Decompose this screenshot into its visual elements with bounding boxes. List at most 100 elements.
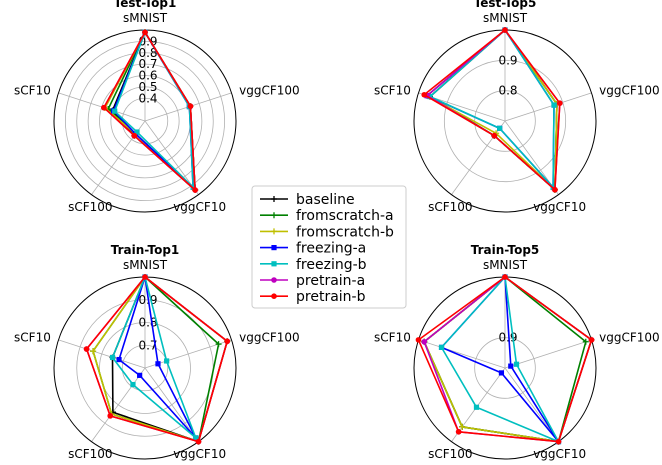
series-point-freezing-b xyxy=(513,361,520,367)
series-line-freezing-b xyxy=(429,29,555,189)
radial-tick-label: 0.9 xyxy=(498,53,517,67)
series-point-freezing-a xyxy=(508,363,514,369)
series-point-pretrain-b xyxy=(142,29,148,36)
series-line-freezing-a xyxy=(426,29,555,189)
series-point-pretrain-b xyxy=(187,103,194,110)
axis-label-scf100: sCF100 xyxy=(428,447,472,461)
radial-tick-label: 0.7 xyxy=(138,338,157,352)
panel-title: Test-Top1 xyxy=(114,0,177,10)
axis-label-vggcf100: vggCF100 xyxy=(599,330,660,344)
legend-marker-baseline xyxy=(271,196,277,202)
series-point-pretrain-b xyxy=(502,27,508,33)
axis-label-vggcf100: vggCF100 xyxy=(239,83,300,97)
panel-train-top1: 0.70.80.9sMNISTvggCF100vggCF10sCF100sCF1… xyxy=(14,243,300,461)
legend-label-freezing-a: freezing-a xyxy=(296,241,366,257)
grid-spoke xyxy=(504,367,559,442)
series-line-pretrain-b xyxy=(103,31,196,191)
radial-tick-label: 0.7 xyxy=(138,57,157,71)
legend-marker-fromscratch-b xyxy=(271,228,277,235)
series-point-pretrain-b xyxy=(131,132,138,139)
series-point-pretrain-b xyxy=(555,438,562,445)
series-point-freezing-a xyxy=(155,361,161,367)
series-point-freezing-b xyxy=(134,129,140,135)
legend-marker-pretrain-a xyxy=(271,277,277,283)
axis-label-vggcf10: vggCF10 xyxy=(533,200,586,214)
series-point-freezing-b xyxy=(164,358,170,364)
series-point-freezing-b xyxy=(497,125,503,131)
series-point-freezing-b xyxy=(130,381,136,388)
axis-label-scf10: sCF10 xyxy=(374,330,411,344)
axis-label-smnist: sMNIST xyxy=(483,11,528,25)
series-line-pretrain-b xyxy=(417,276,593,443)
series-point-freezing-b xyxy=(193,435,199,441)
axis-label-vggcf10: vggCF10 xyxy=(533,447,586,461)
radial-tick-label: 0.8 xyxy=(498,84,517,98)
grid-spoke xyxy=(144,367,199,442)
panel-title: Train-Top1 xyxy=(111,243,180,257)
radial-tick-label: 0.5 xyxy=(138,80,157,94)
grid-spoke xyxy=(58,339,146,369)
series-line-pretrain-b xyxy=(85,276,228,443)
legend: baselinefromscratch-afromscratch-bfreezi… xyxy=(251,185,407,309)
series-point-pretrain-b xyxy=(421,91,428,98)
legend-label-pretrain-b: pretrain-b xyxy=(296,289,366,305)
axis-label-smnist: sMNIST xyxy=(123,11,168,25)
panel-title: Train-Top5 xyxy=(471,243,540,257)
series-point-pretrain-b xyxy=(491,132,498,139)
series-line-freezing-b xyxy=(440,276,560,443)
axis-label-vggcf100: vggCF100 xyxy=(599,83,660,97)
series-point-pretrain-b xyxy=(224,338,231,345)
series-line-freezing-b xyxy=(111,276,197,439)
panel-train-top5: 0.9sMNISTvggCF100vggCF10sCF100sCF10Train… xyxy=(374,243,660,461)
grid-spoke xyxy=(504,92,592,122)
series-point-freezing-b xyxy=(112,108,118,114)
grid-spoke xyxy=(451,120,506,195)
series-point-pretrain-b xyxy=(552,186,558,193)
series-point-fromscratch-b xyxy=(90,348,97,355)
series-point-pretrain-b xyxy=(502,274,508,280)
series-point-freezing-a xyxy=(137,372,143,378)
series-point-pretrain-b xyxy=(107,413,114,419)
series-point-pretrain-b xyxy=(142,274,148,280)
series-point-freezing-b xyxy=(473,404,480,410)
radial-tick-label: 0.6 xyxy=(138,69,157,83)
legend-label-fromscratch-a: fromscratch-a xyxy=(296,208,394,224)
axis-label-vggcf10: vggCF10 xyxy=(173,200,226,214)
series-point-pretrain-b xyxy=(192,187,198,193)
series-point-freezing-b xyxy=(109,354,116,361)
series-point-freezing-b xyxy=(438,344,445,350)
axis-label-scf100: sCF100 xyxy=(428,200,472,214)
radial-tick-label: 0.8 xyxy=(138,46,157,60)
legend-label-pretrain-a: pretrain-a xyxy=(296,273,365,289)
axis-label-smnist: sMNIST xyxy=(123,258,168,272)
series-point-pretrain-b xyxy=(83,346,90,352)
series-point-freezing-a xyxy=(498,370,505,376)
axis-label-scf10: sCF10 xyxy=(14,330,51,344)
legend-marker-freezing-a xyxy=(271,245,277,251)
series-point-pretrain-b xyxy=(195,438,202,445)
panel-test-top1: 0.40.50.60.70.80.9sMNISTvggCF100vggCF10s… xyxy=(14,0,300,214)
series-point-freezing-a xyxy=(116,356,122,363)
axis-label-scf100: sCF100 xyxy=(68,447,112,461)
series-point-pretrain-b xyxy=(101,104,107,111)
series-point-freezing-b xyxy=(551,102,557,108)
legend-frame xyxy=(251,185,407,309)
series-line-freezing-a xyxy=(118,276,197,439)
legend-marker-pretrain-b xyxy=(271,293,277,300)
grid-spoke xyxy=(504,339,592,369)
legend-label-freezing-b: freezing-b xyxy=(296,257,367,273)
panel-title: Test-Top5 xyxy=(474,0,537,10)
radial-tick-label: 0.4 xyxy=(138,91,157,105)
legend-label-baseline: baseline xyxy=(296,192,355,208)
grid-spoke xyxy=(91,367,146,442)
axis-label-vggcf100: vggCF100 xyxy=(239,330,300,344)
series-point-fromscratch-a xyxy=(215,341,222,348)
grid-spoke xyxy=(418,339,506,369)
series-line-pretrain-b xyxy=(423,29,561,191)
panel-test-top5: 0.80.9sMNISTvggCF100vggCF10sCF100sCF10Te… xyxy=(374,0,660,214)
series-point-fromscratch-b xyxy=(459,423,466,430)
axis-label-vggcf10: vggCF10 xyxy=(173,447,226,461)
series-point-pretrain-b xyxy=(588,337,595,343)
legend-marker-freezing-b xyxy=(271,261,277,267)
